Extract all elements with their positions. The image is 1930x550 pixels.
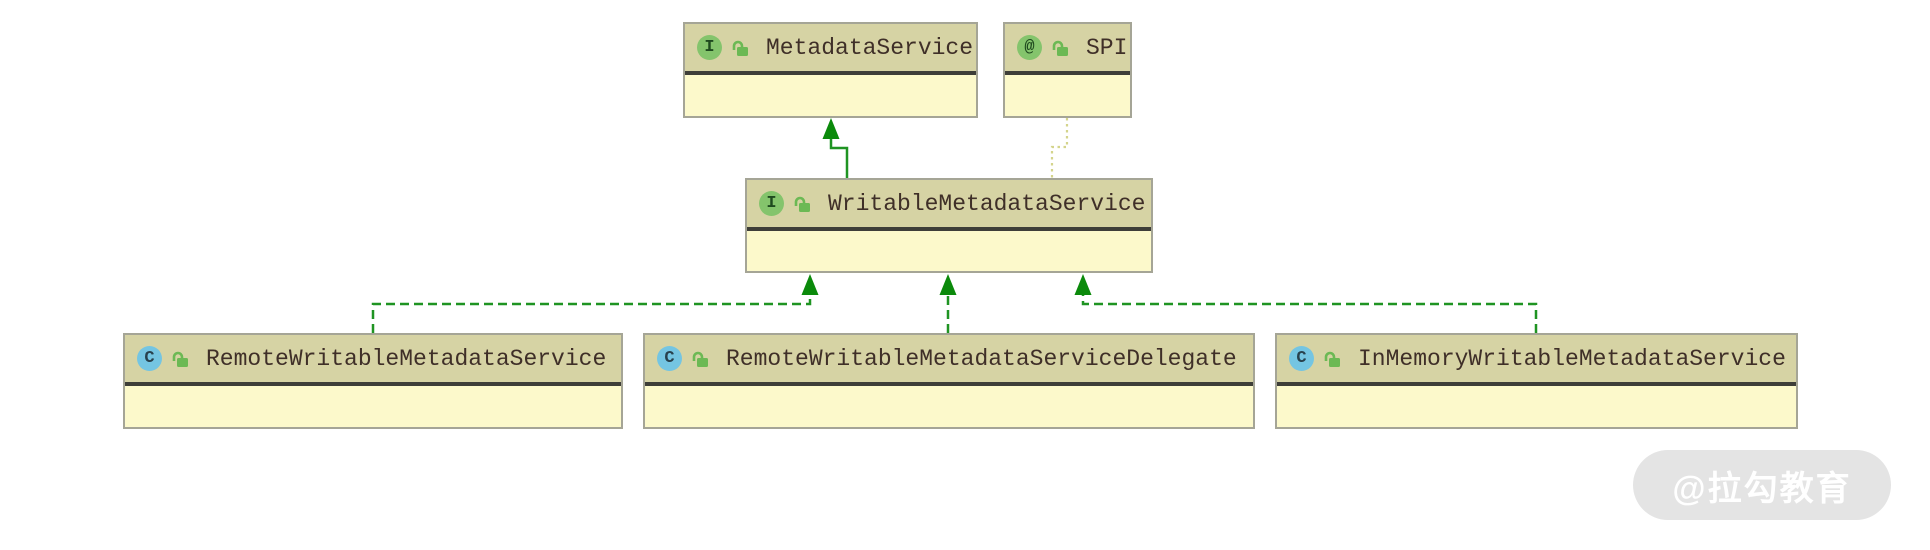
node-remote-writable-metadata-service-delegate[interactable]: C RemoteWritableMetadataServiceDelegate [643,333,1255,429]
node-body [125,386,621,427]
node-metadata-service[interactable]: I MetadataService [683,22,978,118]
class-icon: C [1289,346,1314,371]
edge-writable-extends-metadata [822,118,849,178]
watermark-text: @拉勾教育 [1672,469,1852,508]
node-header: I WritableMetadataService [747,180,1151,231]
unlocked-lock-icon [1050,38,1070,58]
class-icon: C [657,346,682,371]
node-spi[interactable]: @ SPI [1003,22,1132,118]
node-title: SPI [1086,34,1128,61]
edge-delegate-implements-writable [939,274,957,333]
watermark-badge: @拉勾教育 [1633,450,1891,520]
node-remote-writable-metadata-service[interactable]: C RemoteWritableMetadataService [123,333,623,429]
node-body [685,75,976,116]
class-icon: C [137,346,162,371]
interface-icon: I [759,191,784,216]
node-body [1277,386,1796,427]
node-title: MetadataService [766,34,974,61]
unlocked-lock-icon [690,349,710,369]
node-writable-metadata-service[interactable]: I WritableMetadataService [745,178,1153,273]
unlocked-lock-icon [792,194,812,214]
node-header: C RemoteWritableMetadataService [125,335,621,386]
node-header: I MetadataService [685,24,976,75]
node-body [1005,75,1130,116]
edge-writable-annotated-by-spi [1050,118,1069,178]
annotation-icon: @ [1017,35,1042,60]
node-title: WritableMetadataService [828,190,1146,217]
realization-arrowhead-icon [1074,274,1092,295]
node-body [747,231,1151,271]
node-body [645,386,1253,427]
interface-icon: I [697,35,722,60]
realization-arrowhead-icon [801,274,819,295]
unlocked-lock-icon [1322,349,1342,369]
edge-remote-implements-writable [371,274,819,333]
edge-inmemory-implements-writable [1074,274,1538,333]
node-title: InMemoryWritableMetadataService [1358,345,1786,372]
node-header: C RemoteWritableMetadataServiceDelegate [645,335,1253,386]
generalization-arrowhead-icon [822,118,840,139]
node-in-memory-writable-metadata-service[interactable]: C InMemoryWritableMetadataService [1275,333,1798,429]
unlocked-lock-icon [170,349,190,369]
node-title: RemoteWritableMetadataServiceDelegate [726,345,1237,372]
node-header: C InMemoryWritableMetadataService [1277,335,1796,386]
node-title: RemoteWritableMetadataService [206,345,607,372]
node-header: @ SPI [1005,24,1130,75]
unlocked-lock-icon [730,38,750,58]
realization-arrowhead-icon [939,274,957,295]
